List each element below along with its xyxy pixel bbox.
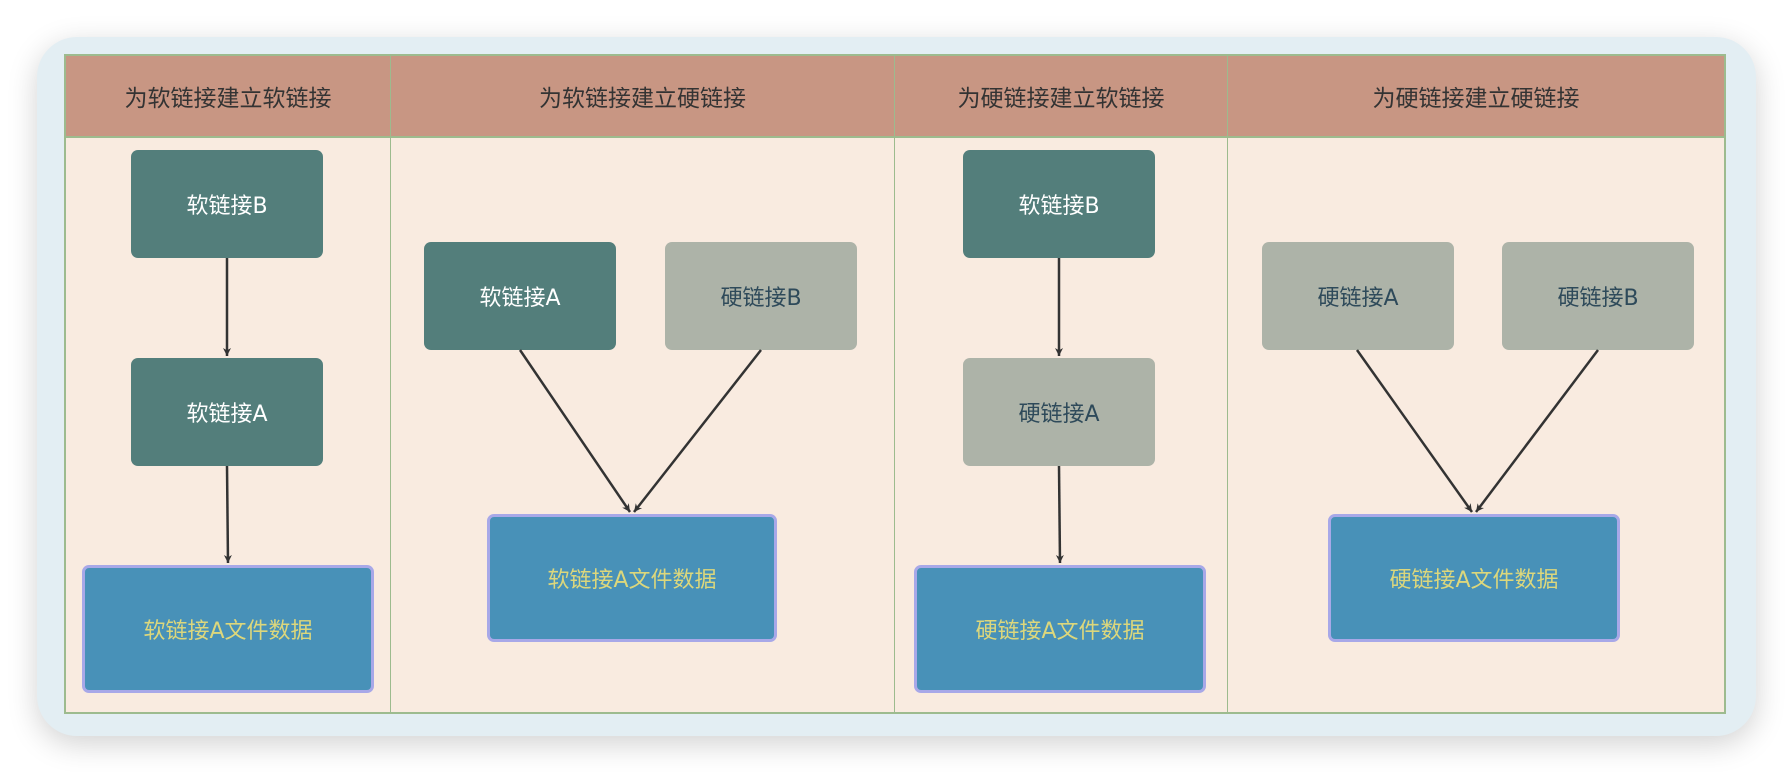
lane-hard-to-hard: 为硬链接建立硬链接 bbox=[1228, 56, 1724, 712]
node-hard-link-b[interactable]: 硬链接B bbox=[665, 242, 857, 350]
node-soft-link-b[interactable]: 软链接B bbox=[131, 150, 323, 258]
node-hard-link-a[interactable]: 硬链接A bbox=[963, 358, 1155, 466]
lane-hard-to-soft: 为硬链接建立软链接 bbox=[895, 56, 1228, 712]
node-hard-link-a[interactable]: 硬链接A bbox=[1262, 242, 1454, 350]
lane-title: 为软链接建立硬链接 bbox=[391, 56, 894, 138]
node-file-data[interactable]: 软链接A文件数据 bbox=[487, 514, 777, 642]
node-soft-link-a[interactable]: 软链接A bbox=[424, 242, 616, 350]
lane-title: 为硬链接建立软链接 bbox=[895, 56, 1227, 138]
node-soft-link-a[interactable]: 软链接A bbox=[131, 358, 323, 466]
node-hard-link-b[interactable]: 硬链接B bbox=[1502, 242, 1694, 350]
node-soft-link-b[interactable]: 软链接B bbox=[963, 150, 1155, 258]
lane-title: 为硬链接建立硬链接 bbox=[1228, 56, 1724, 138]
node-file-data[interactable]: 硬链接A文件数据 bbox=[914, 565, 1206, 693]
lane-soft-to-hard: 为软链接建立硬链接 bbox=[391, 56, 895, 712]
lane-soft-to-soft: 为软链接建立软链接 bbox=[66, 56, 391, 712]
node-file-data[interactable]: 软链接A文件数据 bbox=[82, 565, 374, 693]
lane-title: 为软链接建立软链接 bbox=[66, 56, 390, 138]
node-file-data[interactable]: 硬链接A文件数据 bbox=[1328, 514, 1620, 642]
